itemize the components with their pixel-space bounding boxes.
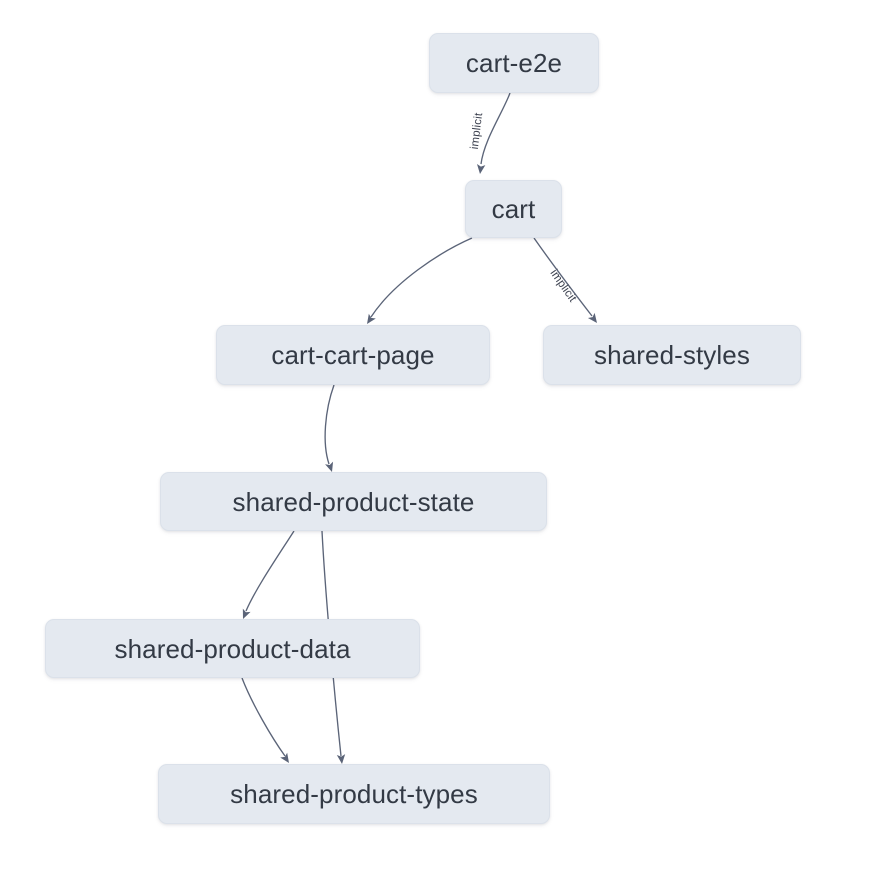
edge-line (245, 530, 295, 612)
edge-line (324, 384, 335, 465)
node-shared-product-data[interactable]: shared-product-data (45, 619, 420, 678)
edge-arrowhead-icon (587, 312, 597, 323)
edge-line (370, 237, 473, 318)
edge-line (480, 92, 511, 165)
edge-shared-product-data-to-shared-product-types (241, 677, 289, 763)
edge-shared-product-state-to-shared-product-data (242, 530, 295, 619)
node-label: cart-e2e (465, 48, 563, 78)
node-label: cart (491, 194, 536, 224)
node-label: shared-product-state (232, 486, 475, 517)
edge-cart-to-shared-styles (533, 237, 597, 323)
node-shared-styles[interactable]: shared-styles (543, 325, 801, 385)
node-label: shared-product-types (230, 779, 478, 809)
node-shared-product-types[interactable]: shared-product-types (158, 764, 550, 824)
edge-cart-e2e-to-cart (476, 92, 511, 174)
node-shared-product-state[interactable]: shared-product-state (160, 472, 547, 531)
edge-line (533, 237, 593, 317)
edge-cart-to-cart-cart-page (367, 237, 473, 324)
edge-arrowhead-icon (336, 754, 346, 764)
node-label: shared-styles (594, 340, 750, 370)
node-cart-e2e[interactable]: cart-e2e (429, 33, 599, 93)
edge-label: implicit (548, 268, 579, 305)
edge-label: implicit (469, 111, 485, 150)
edge-cart-cart-page-to-shared-product-state (324, 384, 335, 472)
edge-line (241, 677, 286, 757)
node-cart-cart-page[interactable]: cart-cart-page (216, 325, 490, 385)
node-label: shared-product-data (114, 633, 351, 664)
edge-arrowhead-icon (476, 164, 486, 174)
node-label: cart-cart-page (271, 340, 435, 370)
node-cart[interactable]: cart (465, 180, 562, 238)
